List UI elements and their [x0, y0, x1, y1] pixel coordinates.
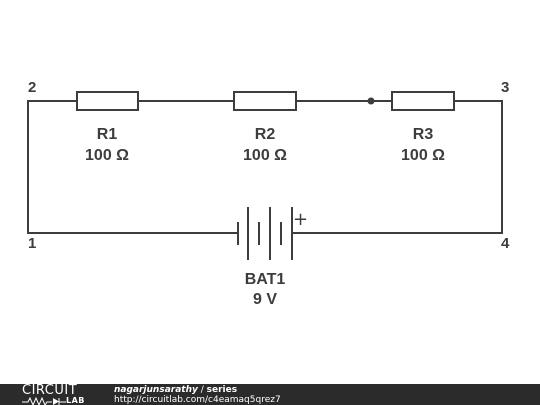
- node-label-4: 4: [501, 235, 510, 252]
- node-label-3: 3: [501, 79, 509, 96]
- r1-name: R1: [97, 126, 118, 143]
- separator: /: [197, 385, 207, 395]
- r2-name: R2: [255, 126, 276, 143]
- bat1-value: 9 V: [253, 291, 277, 308]
- circuit-url[interactable]: http://circuitlab.com/c4eamaq5qrez7: [114, 395, 281, 405]
- logo-top-text: CIRCUIT: [22, 384, 78, 398]
- logo-bottom-text: LAB: [66, 396, 85, 405]
- r3-value: 100 Ω: [401, 147, 445, 164]
- junction-dot: [367, 97, 375, 105]
- schematic-canvas: + 2 3 1 4 R1 100 Ω R2 100 Ω R3 100 Ω BAT…: [27, 79, 510, 308]
- battery-plus-sign: +: [293, 209, 308, 230]
- author-link[interactable]: nagarjunsarathy: [114, 385, 198, 395]
- circuit-meta: nagarjunsarathy / series http://circuitl…: [114, 385, 281, 405]
- r3-name: R3: [413, 126, 434, 143]
- resistor-r3: [391, 91, 455, 111]
- node-label-1: 1: [28, 235, 36, 252]
- r1-value: 100 Ω: [85, 147, 129, 164]
- resistor-r2: [233, 91, 297, 111]
- bat1-name: BAT1: [245, 271, 286, 288]
- circuitlab-logo[interactable]: CIRCUIT LAB: [22, 384, 94, 405]
- r2-value: 100 Ω: [243, 147, 287, 164]
- circuit-schematic: + 2 3 1 4 R1 100 Ω R2 100 Ω R3 100 Ω BAT…: [27, 79, 510, 308]
- circuit-title-link[interactable]: series: [206, 385, 238, 395]
- footer-bar: CIRCUIT LAB nagarjunsarathy / series htt…: [0, 384, 540, 405]
- author-title-line: nagarjunsarathy / series: [114, 385, 281, 395]
- logo-resistor-icon: [22, 397, 66, 405]
- resistor-r1: [76, 91, 139, 111]
- node-label-2: 2: [28, 79, 36, 96]
